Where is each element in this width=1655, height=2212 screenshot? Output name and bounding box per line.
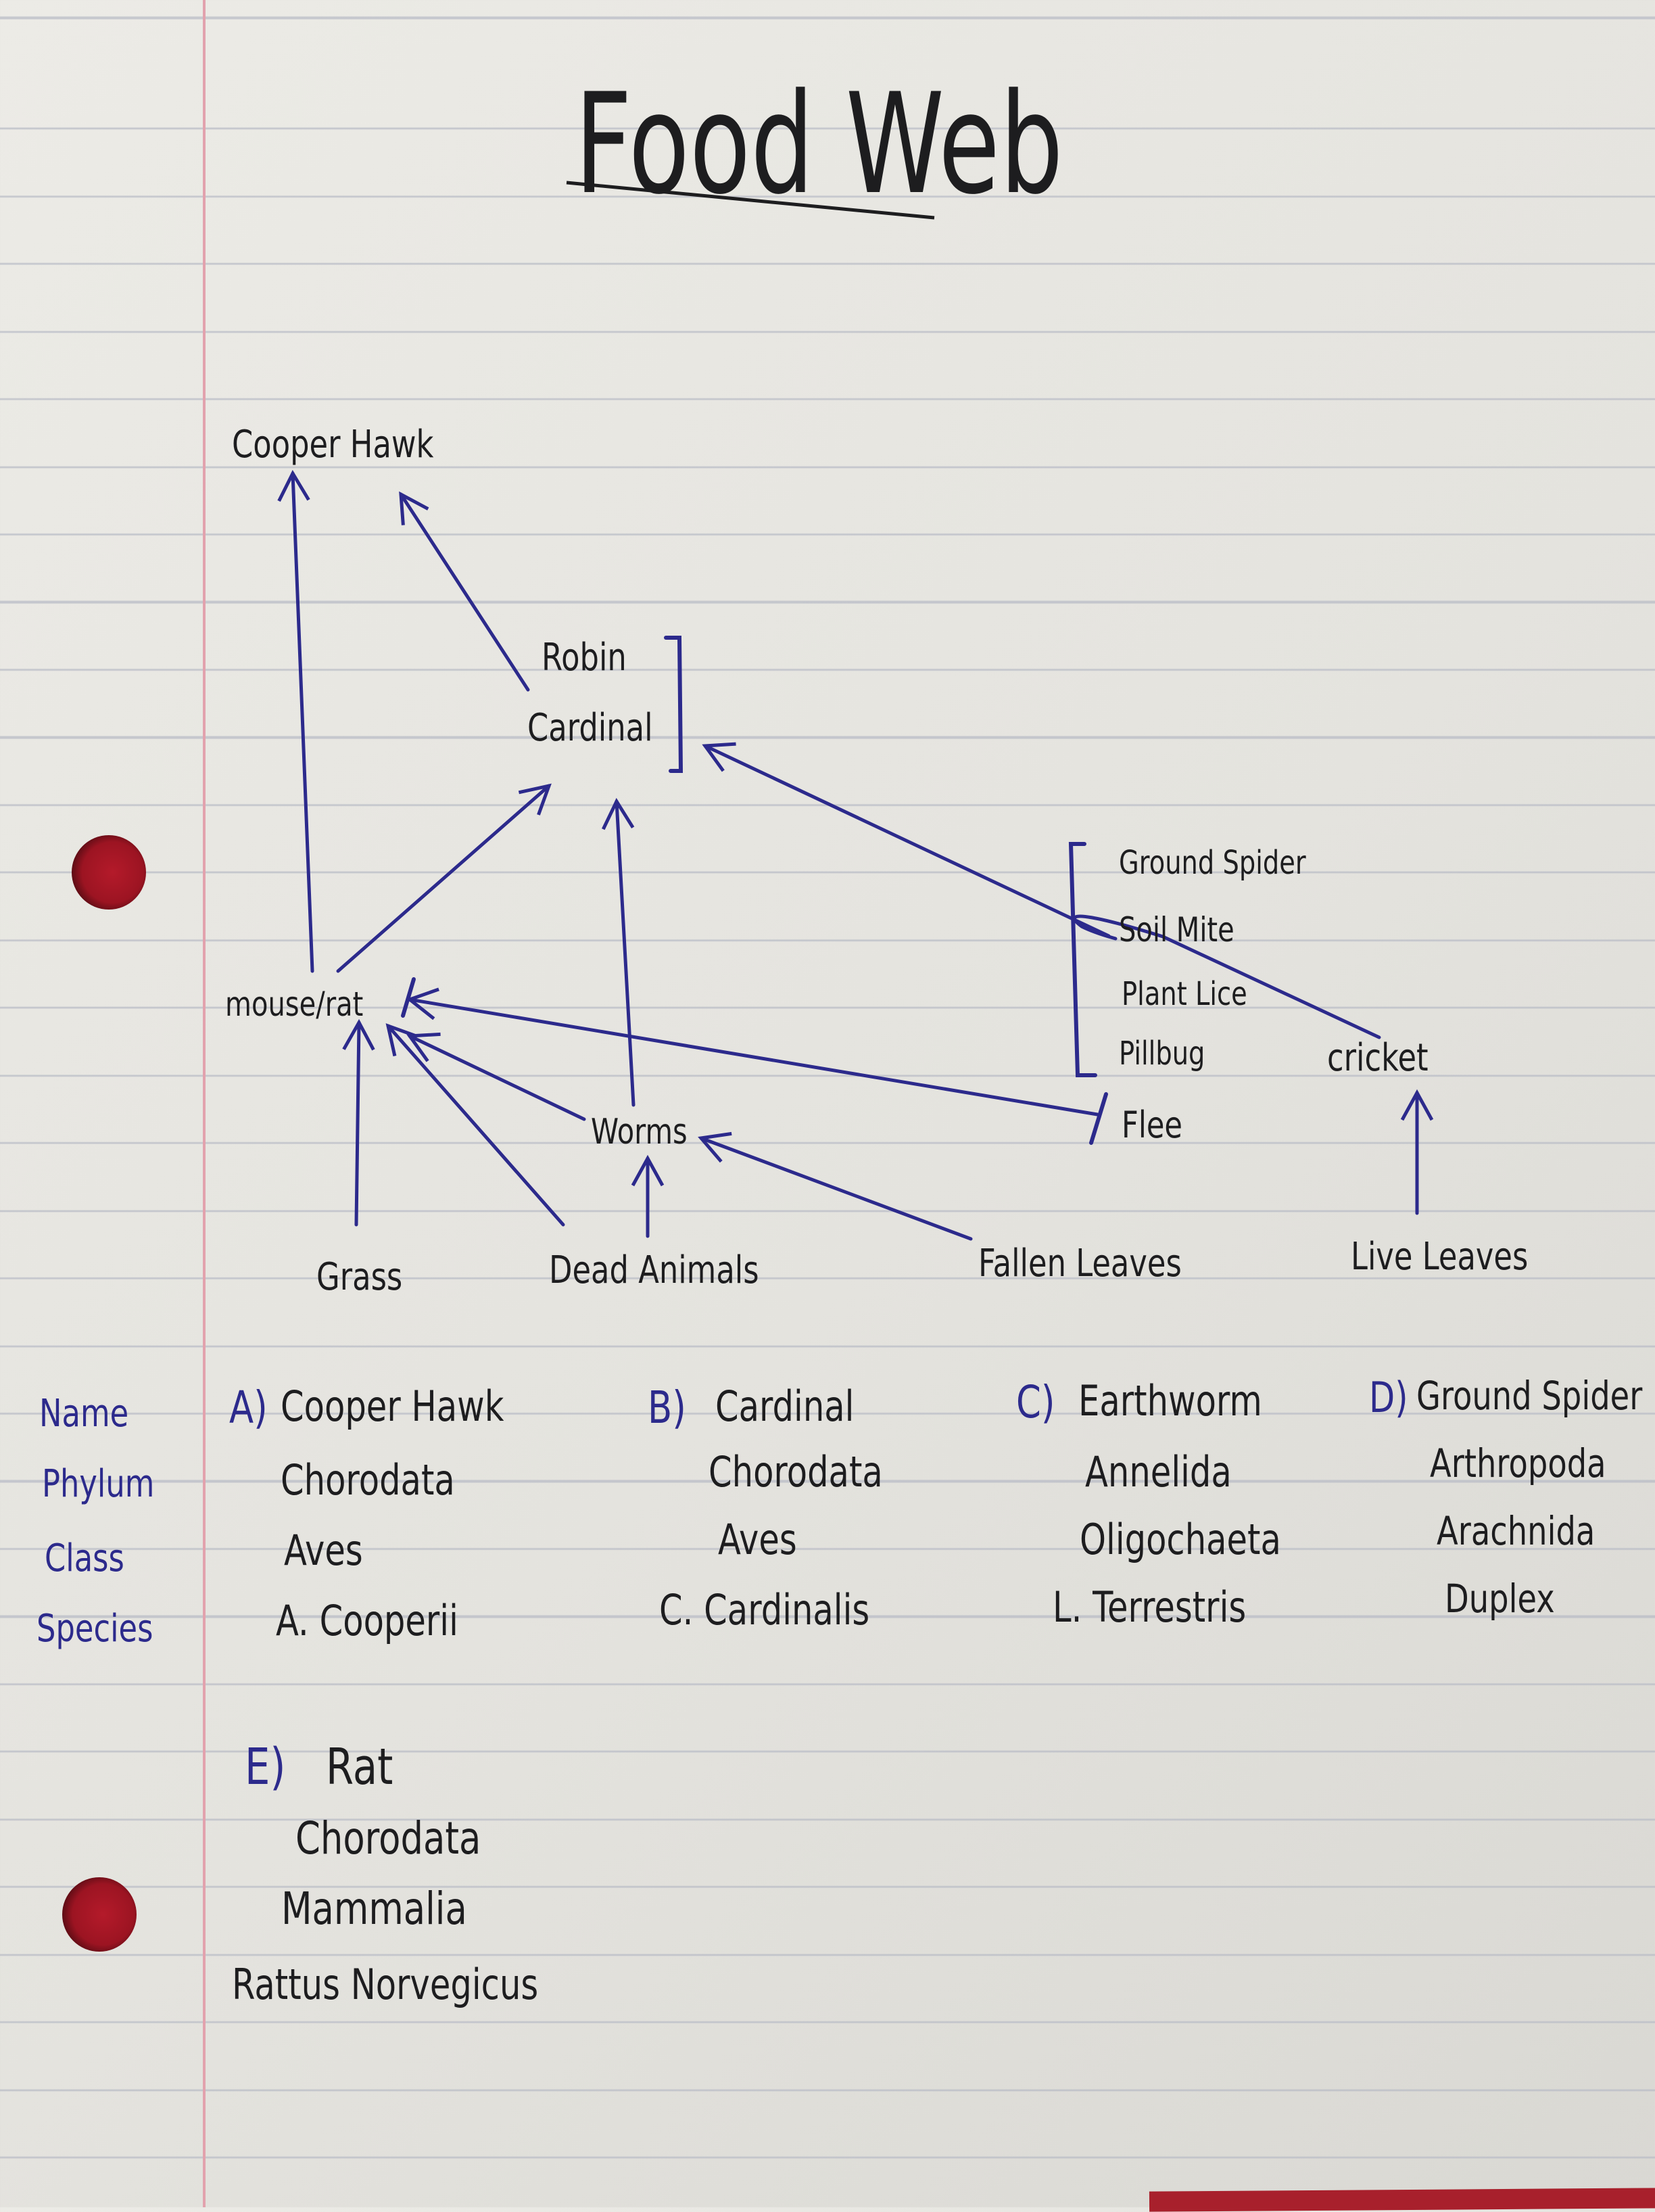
entry-letter-b: B) [648,1382,686,1434]
arrow-cricket-to-cardinal [705,746,1381,1039]
margin-line [203,0,206,2207]
row-label-phylum: Phylum [42,1462,155,1506]
node-fallen-leaves: Fallen Leaves [978,1242,1182,1286]
row-label-class: Class [45,1536,124,1580]
entry-b-phylum: Chorodata [709,1447,883,1497]
entry-d-name: Ground Spider [1416,1373,1643,1419]
entry-c-species: L. Terrestris [1053,1582,1247,1632]
entry-e-phylum: Chorodata [295,1812,481,1864]
node-soil-mite: Soil Mite [1119,910,1234,949]
node-cooper-hawk: Cooper Hawk [232,423,434,467]
entry-c-class: Oligochaeta [1080,1515,1281,1564]
punch-hole [72,835,146,910]
entry-d-phylum: Arthropoda [1430,1440,1606,1486]
node-mouse-rat: mouse/rat [225,985,364,1024]
node-robin: Robin [542,636,627,680]
node-pillbug: Pillbug [1119,1035,1205,1073]
entry-a-phylum: Chorodata [281,1455,455,1505]
node-cricket: cricket [1327,1036,1429,1080]
entry-d-class: Arachnida [1437,1508,1596,1554]
node-cardinal: Cardinal [527,706,653,750]
entry-a-class: Aves [284,1526,363,1575]
node-live-leaves: Live Leaves [1351,1235,1529,1279]
entry-c-name: Earthworm [1078,1376,1262,1426]
tick-flea [1089,1092,1108,1145]
entry-e-name: Rat [326,1738,393,1796]
row-label-species: Species [37,1607,153,1651]
entry-a-name: Cooper Hawk [281,1382,504,1431]
node-grass: Grass [316,1255,403,1299]
entry-e-species: Rattus Norvegicus [232,1960,539,2009]
entry-b-class: Aves [718,1515,797,1564]
bracket-arthropods [1068,842,1097,1077]
entry-letter-e: E) [245,1738,286,1796]
node-dead-animals: Dead Animals [549,1248,759,1292]
arrow-worms-to-mouse [406,1032,586,1121]
entry-a-species: A. Cooperii [276,1596,458,1645]
arrow-deadanimals-to-mouse [385,1023,565,1227]
row-label-name: Name [39,1392,129,1436]
page-title: Food Web [575,64,1063,225]
entry-b-species: C. Cardinalis [659,1585,870,1634]
node-flea: Flee [1122,1104,1183,1146]
entry-letter-d: D) [1369,1373,1408,1422]
entry-c-phylum: Annelida [1085,1447,1232,1497]
node-plant-lice: Plant Lice [1122,975,1247,1013]
arrow-robin-to-hawk [399,491,530,692]
tick-mouse [401,977,416,1018]
entry-e-class: Mammalia [281,1883,467,1935]
arrow-mouse-to-hawk [277,469,314,973]
node-worms: Worms [591,1112,688,1152]
bracket-birds [664,636,683,773]
entry-b-name: Cardinal [715,1382,855,1431]
arrow-grass-to-mouse [342,1018,375,1227]
arrow-worms-to-cardinal [602,797,635,1107]
entry-letter-c: C) [1016,1376,1055,1428]
arrow-flea-to-mouse [406,987,1099,1116]
entry-letter-a: A) [229,1382,268,1434]
arrow-mouse-to-cardinal [336,783,552,973]
entry-d-species: Duplex [1445,1576,1555,1622]
punch-hole [62,1877,137,1952]
title-underline [566,181,935,220]
arrow-fallenleaves-to-worms [698,1131,973,1241]
node-ground-spider: Ground Spider [1119,844,1306,882]
